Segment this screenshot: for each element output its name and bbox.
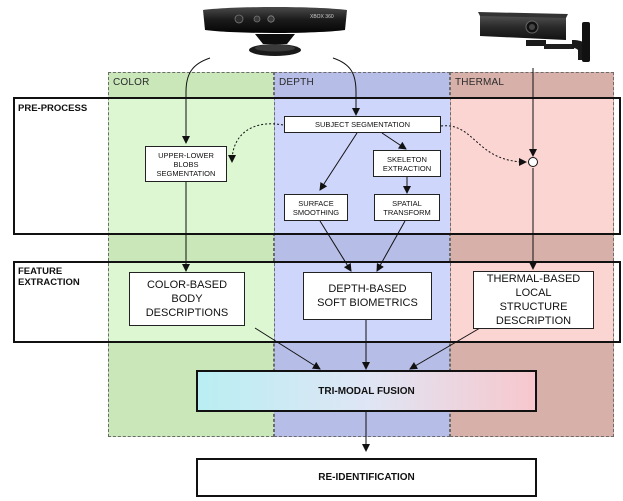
kinect-sensor-icon: [203, 7, 347, 56]
preprocess-band: [13, 97, 621, 235]
depth-column-label: DEPTH: [279, 77, 314, 88]
re-identification-box: RE-IDENTIFICATION: [196, 458, 537, 497]
thermal-camera-icon: [478, 12, 590, 62]
tri-modal-fusion-box: TRI-MODAL FUSION: [196, 370, 537, 412]
feature-extraction-label: FEATURE EXTRACTION: [18, 266, 80, 288]
kinect-badge: XBOX 360: [310, 14, 334, 20]
color-column-label: COLOR: [113, 77, 150, 88]
preprocess-label: PRE-PROCESS: [18, 103, 88, 114]
subject-segmentation-box: SUBJECT SEGMENTATION: [284, 116, 441, 133]
feature-extraction-band: [13, 261, 621, 343]
thermal-column-label: THERMAL: [455, 77, 505, 88]
